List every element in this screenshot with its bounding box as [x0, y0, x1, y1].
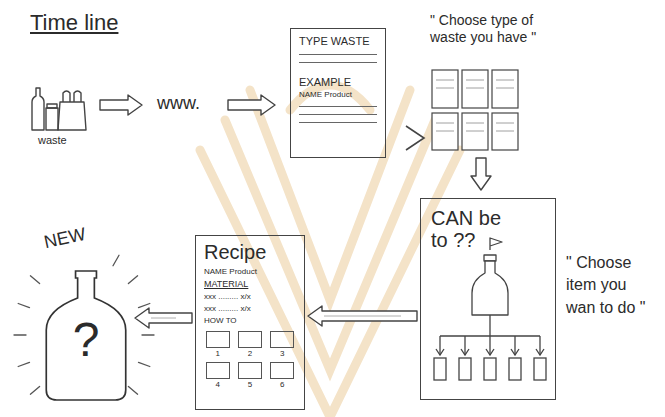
arrow-hatch: [151, 318, 176, 319]
bottle-body: [472, 261, 508, 315]
option-box: [434, 358, 446, 380]
card-text: NAME Product: [204, 267, 296, 276]
block-arrow: [135, 308, 192, 328]
option-box: [534, 358, 546, 380]
jar-sketch: [46, 108, 58, 130]
card: [432, 70, 458, 108]
mystery-mark: ?: [40, 316, 132, 364]
branch-path: [440, 315, 540, 354]
step-number: 3: [269, 349, 296, 358]
sketch-line: [299, 114, 377, 115]
step-cell: 3: [269, 331, 296, 358]
bottle-sketch: [32, 88, 44, 130]
chevron: [406, 126, 424, 150]
burst-line: [18, 362, 29, 366]
step-grid: 123 456: [204, 331, 296, 389]
diagram-title: Time line: [30, 10, 118, 36]
instruction-note: " Choose item you wan to do ": [566, 252, 650, 319]
burst-line: [18, 304, 29, 308]
spacer: [299, 70, 377, 76]
watermark: [200, 85, 460, 417]
burst-line: [128, 276, 137, 284]
card-heading: CAN be to ??: [431, 207, 511, 251]
recipe-card: RecipeNAME ProductMATERIAL xxx ......... …: [195, 235, 305, 410]
burst-line: [128, 386, 137, 394]
branch-lines: [434, 315, 546, 380]
burst-line: [30, 276, 39, 284]
step-number: 1: [204, 349, 231, 358]
card-text: NAME Product: [299, 90, 377, 99]
card-heading: EXAMPLE: [299, 76, 377, 88]
option-card: CAN be to ??: [420, 198, 556, 400]
burst-line: [30, 386, 39, 394]
step-square: [206, 362, 230, 379]
sketch-line: [299, 54, 377, 55]
step-number: 4: [204, 380, 231, 389]
card: [492, 70, 518, 108]
bag-handle: [63, 91, 70, 102]
step-cell: 5: [236, 362, 263, 389]
sketch-line: [299, 106, 377, 107]
card-text: xxx ......... x/x: [204, 304, 296, 313]
burst-line: [139, 362, 150, 366]
card-grid: [432, 70, 518, 150]
card: [432, 113, 458, 150]
block-arrow: [228, 95, 275, 115]
step-square: [238, 331, 262, 348]
bottle-flag: [490, 238, 502, 250]
url-text: www.: [157, 93, 200, 114]
card-text: MATERIAL: [204, 279, 296, 289]
card-heading: Recipe: [204, 241, 296, 264]
block-arrow: [471, 158, 491, 190]
option-box: [509, 358, 521, 380]
card-text: xxx ......... x/x: [204, 292, 296, 301]
watermark-stroke: [250, 90, 410, 300]
step-number: 6: [269, 380, 296, 389]
new-tag: NEW: [42, 224, 87, 253]
bottle-cap: [484, 255, 496, 261]
sketch-line: [299, 122, 377, 123]
step-number: 5: [236, 380, 263, 389]
caption-text: waste: [38, 134, 67, 146]
card: [492, 113, 518, 150]
card-lines: [436, 80, 514, 131]
bag-sketch: [58, 102, 86, 130]
option-box: [484, 358, 496, 380]
option-box: [459, 358, 471, 380]
instruction-note: " Choose type of waste you have ": [430, 12, 570, 46]
block-arrow: [308, 306, 417, 326]
card-text: HOW TO: [204, 316, 296, 325]
flow-arrow: [308, 306, 417, 326]
bottle-sketch: [472, 238, 508, 315]
bottle-shape: ?: [40, 268, 132, 403]
card: [462, 113, 488, 150]
flow-arrow: [135, 308, 192, 328]
step-cell: 4: [204, 362, 231, 389]
sketch-line: [299, 62, 377, 63]
step-cell: 6: [269, 362, 296, 389]
block-arrow: [100, 95, 142, 115]
burst-line: [139, 304, 150, 308]
arrow-hatch: [324, 316, 401, 317]
step-square: [206, 331, 230, 348]
bag-handle: [74, 91, 81, 102]
step-number: 2: [236, 349, 263, 358]
waste-icon: [32, 88, 86, 130]
step-square: [270, 362, 294, 379]
step-cell: 1: [204, 331, 231, 358]
step-square: [270, 331, 294, 348]
burst-line: [14, 334, 26, 335]
jar-lid: [47, 104, 57, 108]
page-card: TYPE WASTE EXAMPLE NAME Product: [290, 28, 386, 158]
burst-line: [142, 334, 154, 335]
card-heading: TYPE WASTE: [299, 35, 377, 47]
step-square: [238, 362, 262, 379]
watermark-stroke: [200, 150, 460, 417]
card: [462, 70, 488, 108]
step-cell: 2: [236, 331, 263, 358]
branch-heads: [436, 349, 544, 355]
burst-line: [113, 255, 119, 265]
